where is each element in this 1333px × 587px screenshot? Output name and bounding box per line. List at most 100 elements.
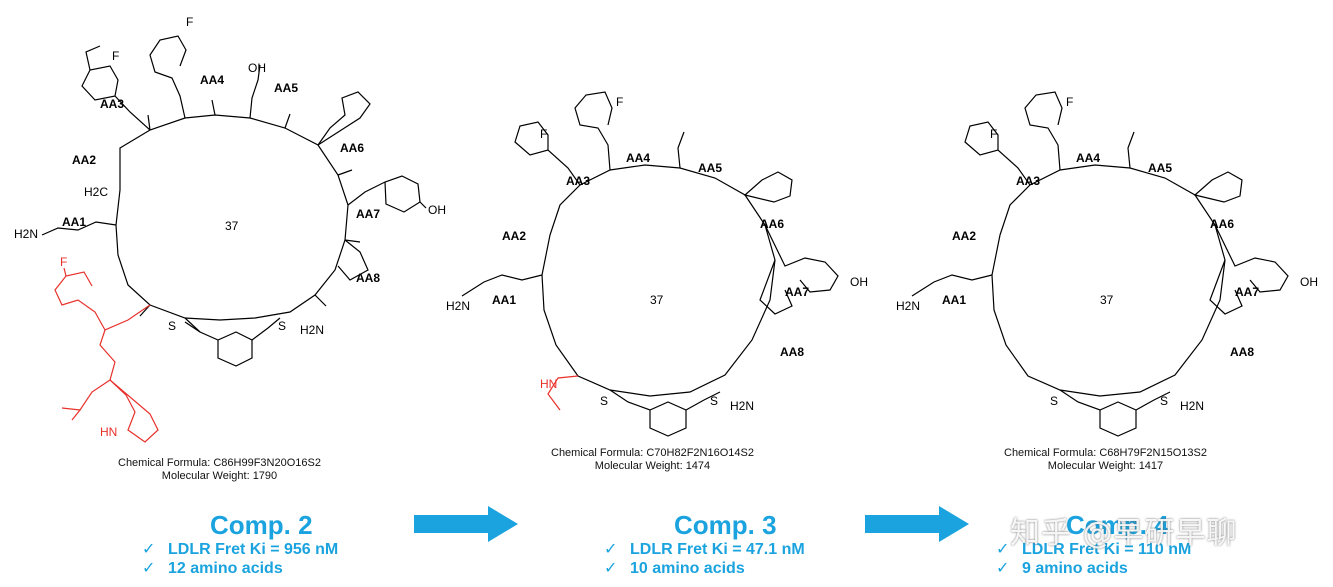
atom-f: F [186, 15, 193, 29]
bullet-text: LDLR Fret Ki = 47.1 nM [630, 541, 805, 558]
bullet-text: 10 amino acids [630, 560, 745, 577]
aa1-label: AA1 [62, 215, 86, 229]
atom-f: F [616, 95, 623, 109]
atom-s: S [1050, 394, 1058, 408]
aa4-label: AA4 [1076, 151, 1100, 165]
atom-h2n: H2N [1180, 399, 1204, 413]
bullet-text: 9 amino acids [1022, 560, 1128, 577]
check-icon: ✓ [996, 560, 1010, 577]
bullet-text: LDLR Fret Ki = 956 nM [168, 541, 339, 558]
arrow-right-icon [865, 506, 969, 542]
atom-oh: OH [428, 203, 446, 217]
mw-label: Molecular Weight: [1047, 460, 1139, 472]
aa5-label: AA5 [1148, 161, 1172, 175]
atom-f: F [60, 255, 67, 269]
compound-panel-1: AA3 AA4 AA5 AA6 AA7 AA8 AA2 AA1 37 F F O… [0, 0, 460, 587]
compound-title: Comp. 2 [210, 510, 313, 540]
aa5-label: AA5 [698, 161, 722, 175]
check-icon: ✓ [604, 541, 618, 558]
aa6-label: AA6 [760, 217, 784, 231]
aa8-label: AA8 [1230, 345, 1254, 359]
atom-f: F [540, 127, 547, 141]
aa6-label: AA6 [340, 141, 364, 155]
atom-f: F [112, 49, 119, 63]
atom-h2n: H2N [14, 227, 38, 241]
aa1-label: AA1 [492, 293, 516, 307]
formula-value: C70H82F2N16O14S2 [646, 447, 754, 459]
check-icon: ✓ [996, 541, 1010, 558]
aa2-label: AA2 [72, 153, 96, 167]
formula-prefix: Chemical Formula: [1004, 447, 1100, 459]
atom-hn: HN [100, 425, 117, 439]
aa3-label: AA3 [1016, 174, 1040, 188]
aa3-label: AA3 [100, 97, 124, 111]
atom-h2n: H2N [896, 299, 920, 313]
aa1-label: AA1 [942, 293, 966, 307]
atom-f: F [990, 127, 997, 141]
bullet-row: ✓ LDLR Fret Ki = 110 nM [996, 540, 1191, 559]
arrow-right-icon [414, 506, 518, 542]
check-icon: ✓ [604, 560, 618, 577]
atom-oh: OH [1300, 275, 1318, 289]
aa2-label: AA2 [952, 229, 976, 243]
compound-bullets: ✓ LDLR Fret Ki = 47.1 nM ✓ 10 amino acids [604, 540, 805, 578]
aa3-label: AA3 [566, 174, 590, 188]
bullet-row: ✓ LDLR Fret Ki = 47.1 nM [604, 540, 805, 559]
ring-size-label: 37 [1100, 293, 1114, 307]
ring-size-label: 37 [225, 219, 239, 233]
check-icon: ✓ [142, 541, 156, 558]
structure-comp-3: AA3 AA4 AA5 AA6 AA7 AA8 AA2 AA1 37 F F O… [446, 91, 868, 437]
aa8-label: AA8 [780, 345, 804, 359]
mw-value: 1474 [685, 460, 711, 472]
atom-s: S [278, 319, 286, 333]
formula-value: C68H79F2N15O13S2 [1099, 447, 1207, 459]
bullet-text: LDLR Fret Ki = 110 nM [1022, 541, 1192, 558]
atom-h2n: H2N [730, 399, 754, 413]
aa7-label: AA7 [1235, 285, 1259, 299]
compound-info: Chemical Formula: C86H99F3N20O16S2 Molec… [118, 457, 321, 483]
atom-s: S [710, 394, 718, 408]
structure-comp-2: AA3 AA4 AA5 AA6 AA7 AA8 AA2 AA1 37 F F O… [14, 15, 446, 443]
mw-value: 1417 [1138, 460, 1164, 472]
compound-panel-3: AA3 AA4 AA5 AA6 AA7 AA8 AA2 AA1 37 F F O… [890, 0, 1333, 587]
bullet-row: ✓ 10 amino acids [604, 559, 805, 578]
structure-comp-4: AA3 AA4 AA5 AA6 AA7 AA8 AA2 AA1 37 F F O… [896, 91, 1318, 437]
compound-info: Chemical Formula: C70H82F2N16O14S2 Molec… [551, 447, 754, 473]
watermark: 知乎 @早研早聊 [1010, 516, 1238, 551]
bullet-row: ✓ LDLR Fret Ki = 956 nM [142, 540, 338, 559]
atom-f: F [1066, 95, 1073, 109]
aa4-label: AA4 [200, 73, 224, 87]
mw-label: Molecular Weight: [594, 460, 686, 472]
atom-h2c: H2C [84, 185, 108, 199]
atom-oh: OH [248, 61, 266, 75]
compound-bullets: ✓ LDLR Fret Ki = 956 nM ✓ 12 amino acids [142, 540, 338, 578]
compound-bullets: ✓ LDLR Fret Ki = 110 nM ✓ 9 amino acids [996, 540, 1191, 578]
aa7-label: AA7 [356, 207, 380, 221]
mw-label: Molecular Weight: [161, 470, 253, 482]
aa7-label: AA7 [785, 285, 809, 299]
bullet-row: ✓ 9 amino acids [996, 559, 1191, 578]
bullet-row: ✓ 12 amino acids [142, 559, 338, 578]
atom-s: S [600, 394, 608, 408]
check-icon: ✓ [142, 560, 156, 577]
formula-prefix: Chemical Formula: [551, 447, 647, 459]
compound-title: Comp. 4 [1066, 510, 1169, 540]
aa6-label: AA6 [1210, 217, 1234, 231]
atom-h2n: H2N [446, 299, 470, 313]
compound-info: Chemical Formula: C68H79F2N15O13S2 Molec… [1004, 447, 1207, 473]
atom-h2n: H2N [300, 323, 324, 337]
atom-s: S [168, 319, 176, 333]
atom-s: S [1160, 394, 1168, 408]
compound-panel-2: AA3 AA4 AA5 AA6 AA7 AA8 AA2 AA1 37 F F O… [440, 0, 890, 587]
ring-size-label: 37 [650, 293, 664, 307]
formula-value: C86H99F3N20O16S2 [213, 457, 321, 469]
compound-title: Comp. 3 [674, 510, 777, 540]
formula-prefix: Chemical Formula: [118, 457, 214, 469]
aa8-label: AA8 [356, 271, 380, 285]
aa4-label: AA4 [626, 151, 650, 165]
bullet-text: 12 amino acids [168, 560, 283, 577]
aa5-label: AA5 [274, 81, 298, 95]
mw-value: 1790 [252, 470, 278, 482]
atom-hn: HN [540, 377, 557, 391]
